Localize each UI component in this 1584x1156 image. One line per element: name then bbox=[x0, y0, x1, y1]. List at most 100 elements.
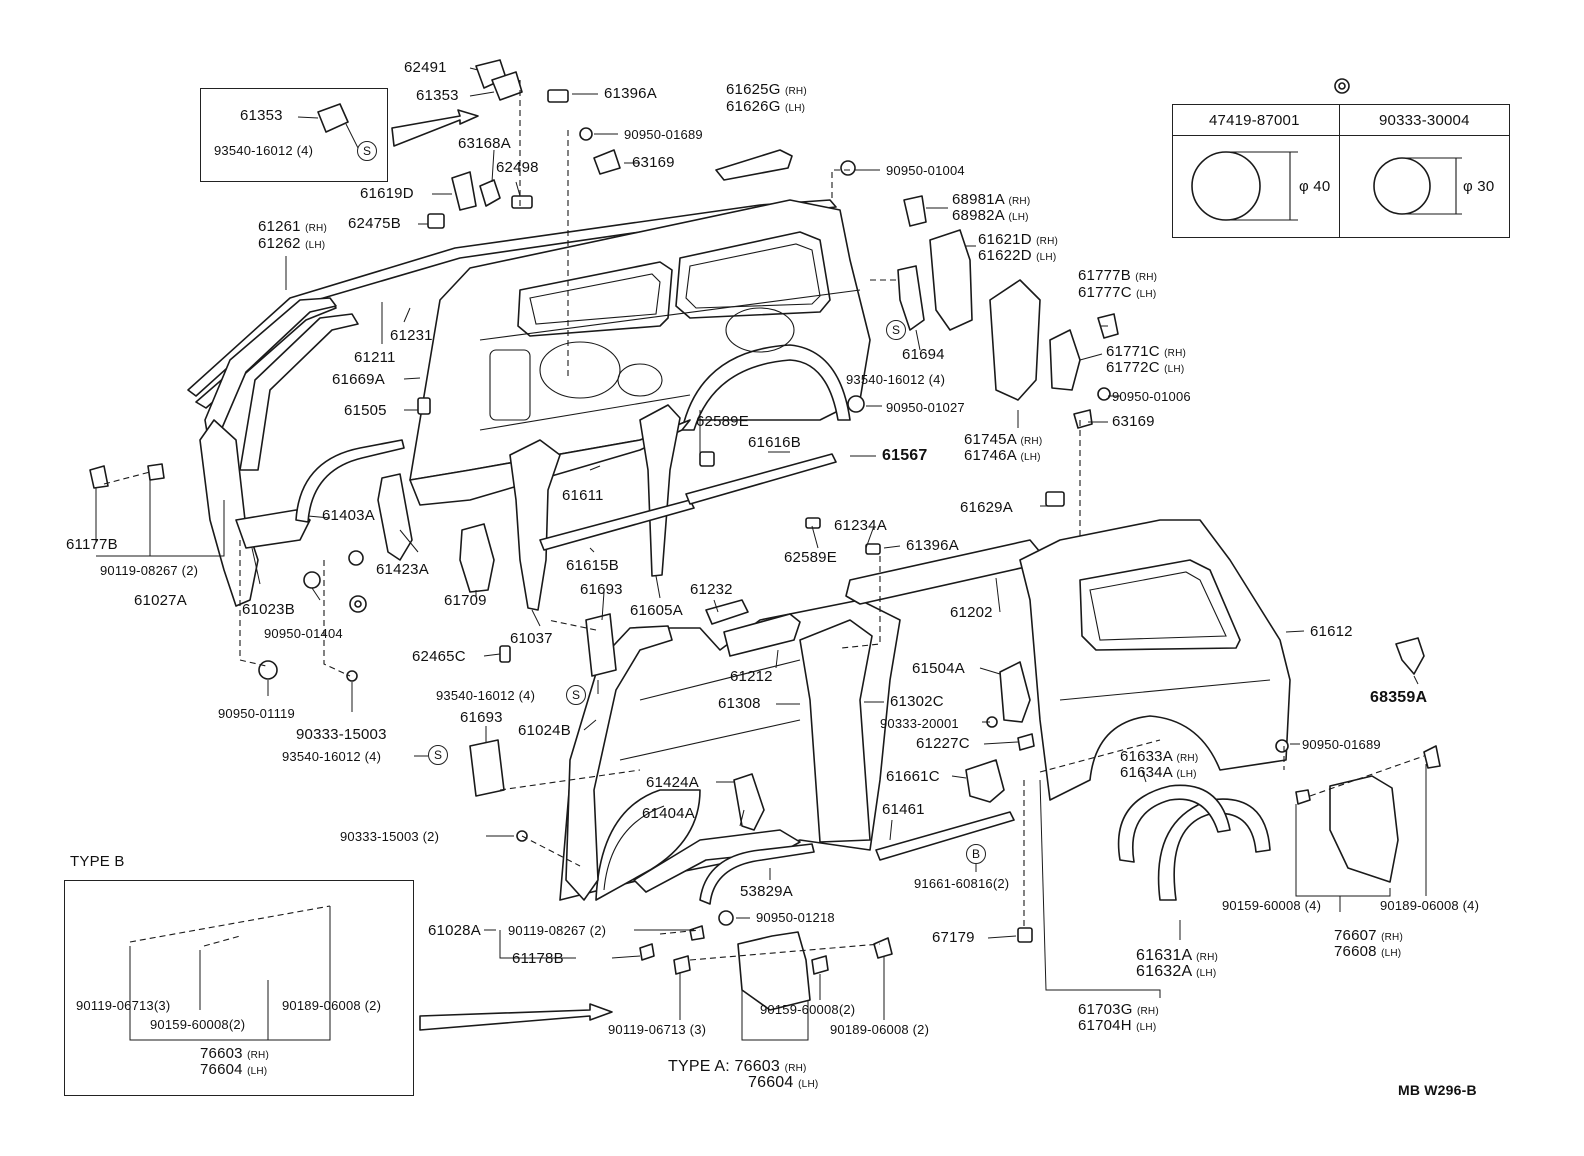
label-90950-01689-a: 90950-01689 bbox=[624, 127, 703, 142]
label-63169-a: 63169 bbox=[632, 154, 675, 171]
label-53829a: 53829A bbox=[740, 883, 793, 900]
label-62589e-b: 62589E bbox=[784, 549, 837, 566]
label-93540-d: 93540-16012 (4) bbox=[282, 749, 382, 764]
mudguard-76607 bbox=[1329, 775, 1399, 883]
label-90119-06713-a: 90119-06713(3) bbox=[76, 998, 171, 1013]
label-90119-08267-a: 90119-08267 (2) bbox=[100, 563, 199, 578]
part-61037 bbox=[509, 439, 561, 611]
label-61629a: 61629A bbox=[960, 499, 1013, 516]
label-93540-c: 93540-16012 (4) bbox=[436, 688, 536, 703]
label-61211: 61211 bbox=[354, 349, 396, 366]
label-90189-06008-b: 90189-06008 (2) bbox=[282, 998, 382, 1013]
grommet-size-40: φ 40 bbox=[1299, 178, 1331, 195]
label-90159-60008-b: 90159-60008(2) bbox=[150, 1017, 246, 1032]
label-90189-06008-a: 90189-06008 (4) bbox=[1380, 898, 1480, 913]
label-61202: 61202 bbox=[950, 604, 993, 621]
part-61633a bbox=[1117, 784, 1231, 863]
label-68981a: 68981A (RH) bbox=[952, 191, 1031, 208]
part-61694 bbox=[897, 265, 925, 331]
label-61631a: 61631A (RH) bbox=[1136, 947, 1219, 964]
part-61615b bbox=[539, 499, 695, 551]
part-61461 bbox=[875, 811, 1015, 861]
s-symbol-4: S bbox=[428, 745, 448, 765]
label-61024b: 61024B bbox=[518, 722, 571, 739]
label-76607: 76607 (RH) bbox=[1334, 927, 1403, 944]
label-61027a: 61027A bbox=[134, 592, 187, 609]
clips bbox=[89, 59, 1441, 975]
label-61633a: 61633A (RH) bbox=[1120, 748, 1199, 765]
label-61619d: 61619D bbox=[360, 185, 414, 202]
label-61505: 61505 bbox=[344, 402, 387, 419]
part-61771c bbox=[1049, 329, 1081, 391]
label-61403a: 61403A bbox=[322, 507, 375, 524]
label-61423a: 61423A bbox=[376, 561, 429, 578]
label-61227c: 61227C bbox=[916, 735, 970, 752]
label-61353-b: 61353 bbox=[240, 107, 283, 124]
label-90950-01119: 90950-01119 bbox=[218, 706, 295, 721]
label-91661: 91661-60816(2) bbox=[914, 876, 1010, 891]
label-61177b: 61177B bbox=[66, 536, 118, 553]
label-61611: 61611 bbox=[562, 487, 604, 504]
label-61212: 61212 bbox=[730, 668, 773, 685]
part-53829a bbox=[699, 843, 815, 905]
label-61504a: 61504A bbox=[912, 660, 965, 677]
mudguard-type-a bbox=[737, 931, 811, 1011]
label-62498: 62498 bbox=[496, 159, 539, 176]
label-67179: 67179 bbox=[932, 929, 975, 946]
type-b-title: TYPE B bbox=[70, 853, 125, 870]
label-61626g: 61626G (LH) bbox=[726, 98, 806, 115]
assembly-lines bbox=[103, 80, 1425, 961]
part-61605a bbox=[639, 404, 681, 577]
label-90950-01689-b: 90950-01689 bbox=[1302, 737, 1381, 752]
arrow-lower bbox=[419, 1003, 613, 1031]
part-61621d bbox=[929, 229, 973, 331]
label-61632a: 61632A (LH) bbox=[1136, 963, 1217, 980]
label-61669a: 61669A bbox=[332, 371, 385, 388]
label-61625g: 61625G (RH) bbox=[726, 81, 807, 98]
label-61772c: 61772C (LH) bbox=[1106, 359, 1185, 376]
label-61567: 61567 bbox=[882, 447, 928, 464]
label-90119-06713-b: 90119-06713 (3) bbox=[608, 1022, 707, 1037]
label-90159-60008-c: 90159-60008(2) bbox=[760, 1002, 856, 1017]
label-90189-06008-c: 90189-06008 (2) bbox=[830, 1022, 930, 1037]
label-61693-b: 61693 bbox=[460, 709, 503, 726]
b-symbol: B bbox=[966, 844, 986, 864]
s-symbol-1: S bbox=[357, 141, 377, 161]
label-90950-01218: 90950-01218 bbox=[756, 910, 835, 925]
label-90950-01004: 90950-01004 bbox=[886, 163, 965, 178]
label-90119-08267-b: 90119-08267 (2) bbox=[508, 923, 607, 938]
grommet-header-2: 90333-30004 bbox=[1379, 112, 1470, 129]
label-61232: 61232 bbox=[690, 581, 733, 598]
label-61396a-b: 61396A bbox=[906, 537, 959, 554]
label-61605a: 61605A bbox=[630, 602, 683, 619]
label-62475b: 62475B bbox=[348, 215, 401, 232]
label-76608: 76608 (LH) bbox=[1334, 943, 1402, 960]
label-61028a: 61028A bbox=[428, 922, 481, 939]
label-61616b: 61616B bbox=[748, 434, 801, 451]
grommet-table: 47419-87001 90333-30004 φ 40 φ 30 bbox=[1172, 104, 1510, 238]
part-61024b bbox=[565, 625, 673, 901]
label-61037: 61037 bbox=[510, 630, 553, 647]
label-61234a: 61234A bbox=[834, 517, 887, 534]
label-90950-01027: 90950-01027 bbox=[886, 400, 965, 415]
label-63168a: 63168A bbox=[458, 135, 511, 152]
label-61353-a: 61353 bbox=[416, 87, 459, 104]
grommet-size-30: φ 30 bbox=[1463, 178, 1495, 195]
label-62491: 62491 bbox=[404, 59, 447, 76]
part-61709 bbox=[459, 523, 495, 593]
label-76604-a: 76604 (LH) bbox=[200, 1061, 268, 1078]
leader-lines bbox=[95, 67, 1427, 1041]
label-63169-b: 63169 bbox=[1112, 413, 1155, 430]
label-61661c: 61661C bbox=[886, 768, 940, 785]
label-61231: 61231 bbox=[390, 327, 433, 344]
diagram-code: MB W296-B bbox=[1398, 1082, 1477, 1098]
part-61631a bbox=[1157, 798, 1271, 901]
label-93540-a: 93540-16012 (4) bbox=[214, 143, 314, 158]
label-90333-20001: 90333-20001 bbox=[880, 716, 959, 731]
label-62465c: 62465C bbox=[412, 648, 466, 665]
label-61178b: 61178B bbox=[512, 950, 564, 967]
roof-side-rail bbox=[199, 297, 359, 607]
label-61615b: 61615B bbox=[566, 557, 619, 574]
grommet-symbol-icon-2 bbox=[354, 600, 362, 608]
detail-box-61353 bbox=[200, 88, 388, 182]
